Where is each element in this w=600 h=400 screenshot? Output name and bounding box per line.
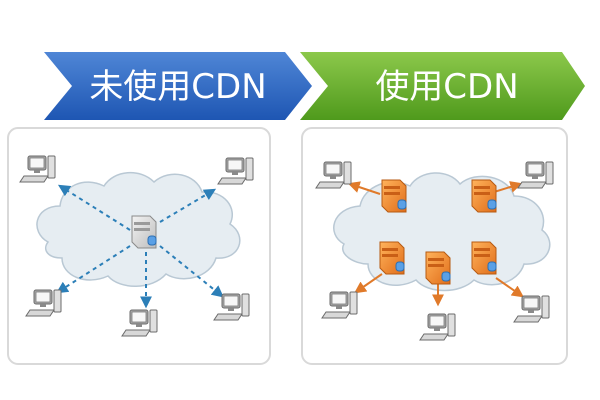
solid-arrow-top-right xyxy=(493,181,523,193)
right-links xyxy=(347,181,524,307)
left-links xyxy=(55,184,224,309)
banner-unused-cdn: 未使用CDN xyxy=(44,52,312,120)
banner-used-cdn: 使用CDN xyxy=(300,52,585,120)
edge-server-icon xyxy=(471,179,497,213)
solid-arrow-left xyxy=(354,273,383,294)
origin-server-icon xyxy=(131,215,157,249)
dashed-arrow-to-left-computer xyxy=(55,245,131,294)
edge-server-icon xyxy=(471,241,497,275)
solid-arrow-right xyxy=(495,277,524,298)
solid-arrow-top-left xyxy=(347,181,381,195)
dashed-arrow-to-top-left-computer xyxy=(57,184,131,231)
dashed-arrow-to-bottom-right-computer xyxy=(159,245,224,298)
edge-server-icon xyxy=(425,251,451,285)
dashed-arrow-to-top-right-computer xyxy=(159,188,217,223)
edge-server-icon xyxy=(381,179,407,213)
edge-server-icon xyxy=(379,241,405,275)
banner-unused-cdn-label: 未使用CDN xyxy=(89,67,266,107)
banner-used-cdn-label: 使用CDN xyxy=(375,67,518,107)
